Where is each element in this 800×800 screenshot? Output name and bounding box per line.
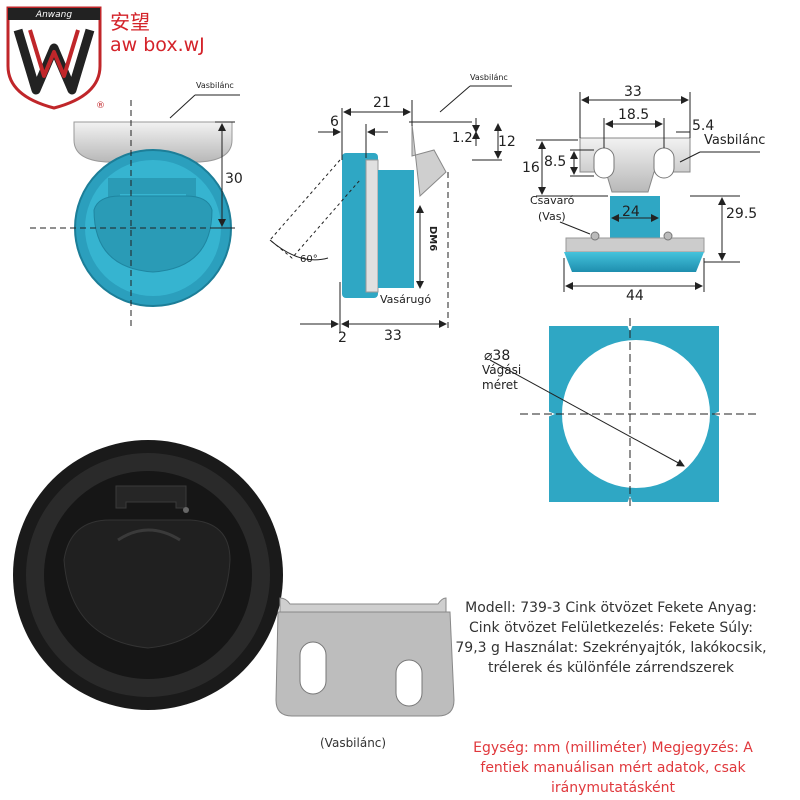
cutout-view: ⌀38 Vágási méret xyxy=(482,318,760,510)
side-thread-dim: DM6 xyxy=(427,226,438,251)
product-specs: Modell: 739-3 Cink ötvözet Fekete Anyag:… xyxy=(455,600,767,676)
top-dim-44: 44 xyxy=(626,288,644,304)
top-screw-label: Csavaró xyxy=(530,194,575,207)
top-view: 33 18.5 5.4 Vasbilánc 16 8.5 Csavaró (Va… xyxy=(522,84,765,304)
side-dim-6: 6 xyxy=(330,114,339,130)
side-view: 60° 21 6 Vasbilánc 1.2 12 DM6 Vasárugó 2… xyxy=(269,73,516,346)
brand-logo: Anwang ® xyxy=(6,6,104,110)
front-bracket-label: Vasbilánc xyxy=(196,81,234,90)
top-screw-material: (Vas) xyxy=(538,210,566,223)
logo-text: Anwang xyxy=(35,10,72,20)
top-dim-18-5: 18.5 xyxy=(618,107,649,123)
cutout-label-2: méret xyxy=(482,378,518,392)
side-dim-21: 21 xyxy=(373,95,391,111)
side-dim-12: 12 xyxy=(498,134,516,150)
top-dim-24: 24 xyxy=(622,204,640,220)
top-dim-33: 33 xyxy=(624,84,642,100)
top-dim-16: 16 xyxy=(522,160,540,176)
front-height-dim: 30 xyxy=(225,171,243,187)
cutout-diameter: ⌀38 xyxy=(484,348,510,364)
top-dim-29-5: 29.5 xyxy=(726,206,757,222)
product-photo xyxy=(13,440,455,717)
measurement-note: Egység: mm (milliméter) Megjegyzés: A fe… xyxy=(473,740,753,796)
brand-name: 安望 xyxy=(110,10,150,34)
side-bracket-label: Vasbilánc xyxy=(470,73,508,82)
front-view: Vasbilánc 30 xyxy=(30,81,243,330)
side-dim-2: 2 xyxy=(338,330,347,346)
top-bracket-label: Vasbilánc xyxy=(704,133,765,148)
top-dim-5-4: 5.4 xyxy=(692,118,714,134)
side-dim-1-2: 1.2 xyxy=(452,131,473,146)
side-dim-33: 33 xyxy=(384,328,402,344)
side-angle-dim: 60° xyxy=(300,254,318,265)
top-dim-8-5: 8.5 xyxy=(544,154,566,170)
side-spring-label: Vasárugó xyxy=(380,293,431,306)
brand-store: aw box.wJ xyxy=(110,34,205,56)
cutout-label: Vágási xyxy=(482,363,521,377)
registered-mark: ® xyxy=(96,101,104,110)
product-caption: (Vasbilánc) xyxy=(320,736,387,750)
